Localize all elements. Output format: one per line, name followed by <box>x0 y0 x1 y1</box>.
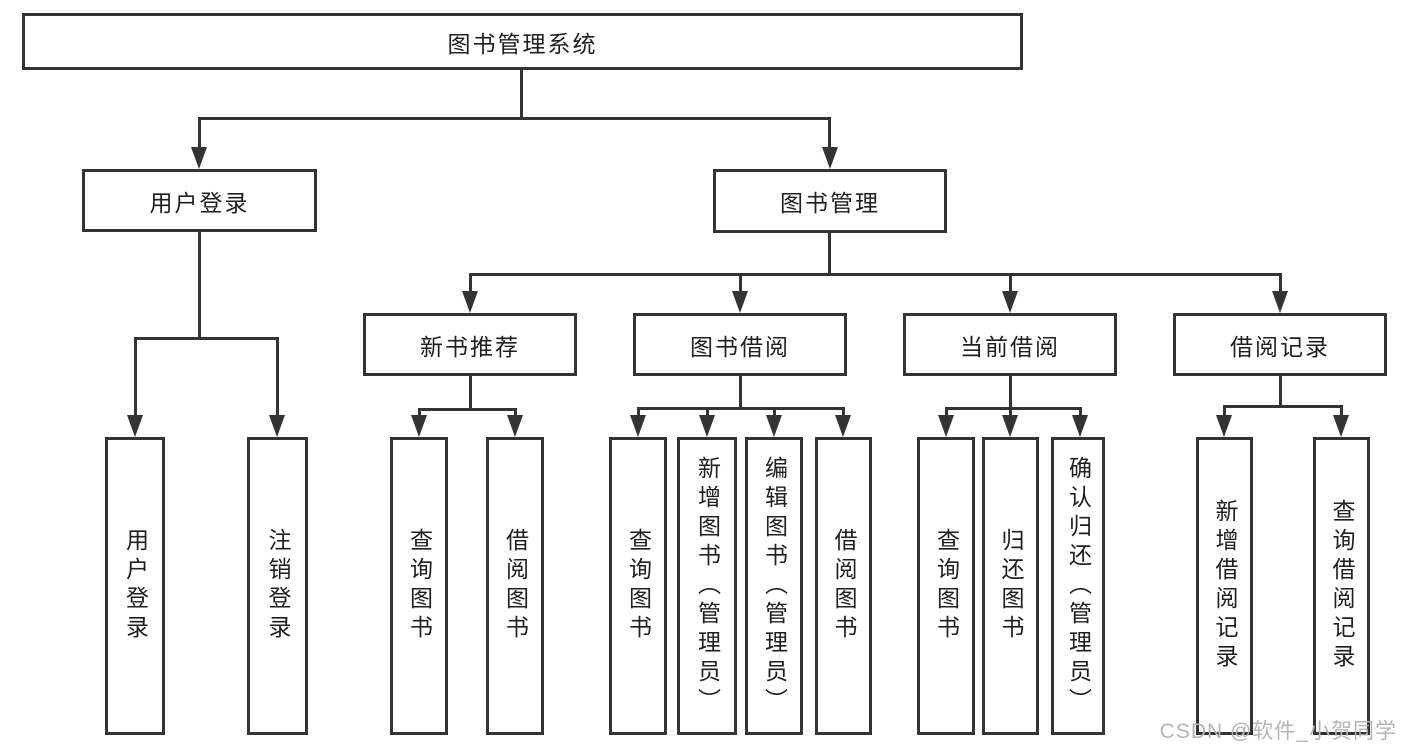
connector-line <box>945 407 948 417</box>
connector-line <box>739 273 742 293</box>
arrowhead <box>766 415 782 437</box>
connector-line <box>842 407 845 417</box>
node-borrow-records: 借阅记录 <box>1173 313 1387 376</box>
node-label: 图书借阅 <box>690 333 790 360</box>
arrowhead <box>191 147 207 169</box>
connector-line <box>1340 405 1343 417</box>
leaf-bb-add-books-admin: 新增图书（管理员） <box>677 437 737 735</box>
connector-line <box>276 337 279 417</box>
node-current-borrow: 当前借阅 <box>903 313 1117 376</box>
leaf-label: 查询图书 <box>406 528 433 644</box>
connector-line <box>706 407 709 417</box>
leaf-user-login: 用户登录 <box>105 437 165 735</box>
connector-line <box>773 407 776 417</box>
arrowhead <box>127 415 143 437</box>
connector-line <box>637 407 640 417</box>
leaf-bb-query-books: 查询图书 <box>609 437 667 735</box>
node-book-borrow: 图书借阅 <box>633 313 847 376</box>
node-root: 图书管理系统 <box>22 13 1023 70</box>
arrowhead <box>507 415 523 437</box>
connector-line <box>945 407 1082 410</box>
connector-line <box>520 69 523 117</box>
arrowhead <box>732 291 748 313</box>
arrowhead <box>1002 291 1018 313</box>
node-label: 当前借阅 <box>960 333 1060 360</box>
leaf-cb-query-books: 查询图书 <box>917 437 975 735</box>
arrowhead <box>1272 291 1288 313</box>
node-label: 新书推荐 <box>420 333 520 360</box>
connector-line <box>134 337 279 340</box>
connector-line <box>828 233 831 273</box>
arrowhead <box>462 291 478 313</box>
arrowhead <box>699 415 715 437</box>
connector-line <box>1079 407 1082 417</box>
connector-line <box>418 408 421 417</box>
connector-line <box>418 408 517 411</box>
leaf-label: 新增图书（管理员） <box>694 455 721 717</box>
connector-line <box>1279 376 1282 405</box>
leaf-logout: 注销登录 <box>247 437 308 735</box>
arrowhead <box>1216 415 1232 437</box>
arrowhead <box>411 415 427 437</box>
arrowhead <box>1002 415 1018 437</box>
connector-line <box>637 407 845 410</box>
arrowhead <box>822 147 838 169</box>
leaf-nb-query-books: 查询图书 <box>390 437 448 735</box>
connector-line <box>198 117 201 149</box>
arrowhead <box>269 415 285 437</box>
leaf-bb-edit-books-admin: 编辑图书（管理员） <box>745 437 803 735</box>
arrowhead <box>835 415 851 437</box>
connector-line <box>469 273 1282 276</box>
leaf-label: 查询借阅记录 <box>1329 499 1355 673</box>
connector-line <box>1009 376 1012 407</box>
leaf-label: 注销登录 <box>265 528 291 644</box>
connector-line <box>1223 405 1343 408</box>
connector-line <box>469 273 472 293</box>
arrowhead <box>630 415 646 437</box>
arrowhead <box>1072 415 1088 437</box>
leaf-label: 用户登录 <box>122 528 149 644</box>
connector-line <box>198 232 201 337</box>
connector-line <box>1009 273 1012 293</box>
leaf-cb-return-books: 归还图书 <box>982 437 1039 735</box>
leaf-br-query-record: 查询借阅记录 <box>1313 437 1370 735</box>
node-label: 图书管理 <box>780 190 880 216</box>
node-new-book-recommend: 新书推荐 <box>363 313 577 376</box>
connector-line <box>198 117 831 120</box>
arrowhead <box>1333 415 1349 437</box>
leaf-label: 归还图书 <box>998 528 1024 644</box>
connector-line <box>1279 273 1282 293</box>
leaf-label: 查询图书 <box>625 528 652 644</box>
node-book-management: 图书管理 <box>713 169 947 233</box>
leaf-cb-confirm-return-admin: 确认归还（管理员） <box>1051 437 1105 735</box>
connector-line <box>469 376 472 408</box>
leaf-label: 查询图书 <box>933 528 960 644</box>
node-label: 用户登录 <box>149 189 250 216</box>
leaf-br-add-record: 新增借阅记录 <box>1196 437 1253 735</box>
leaf-label: 借阅图书 <box>831 528 857 644</box>
leaf-label: 编辑图书（管理员） <box>761 455 788 717</box>
node-user-login: 用户登录 <box>82 169 317 232</box>
connector-line <box>828 117 831 149</box>
leaf-label: 新增借阅记录 <box>1212 499 1238 673</box>
watermark: CSDN @软件_小贺同学 <box>1159 720 1397 743</box>
connector-line <box>1009 407 1012 417</box>
leaf-label: 确认归还（管理员） <box>1065 455 1092 717</box>
node-label: 借阅记录 <box>1230 333 1330 360</box>
connector-line <box>514 408 517 417</box>
leaf-nb-borrow-books: 借阅图书 <box>486 437 544 735</box>
node-root-label: 图书管理系统 <box>447 30 598 57</box>
leaf-bb-borrow-books: 借阅图书 <box>815 437 872 735</box>
connector-line <box>1223 405 1226 417</box>
leaf-label: 借阅图书 <box>502 528 529 644</box>
connector-line <box>134 337 137 417</box>
arrowhead <box>938 415 954 437</box>
connector-line <box>739 376 742 407</box>
